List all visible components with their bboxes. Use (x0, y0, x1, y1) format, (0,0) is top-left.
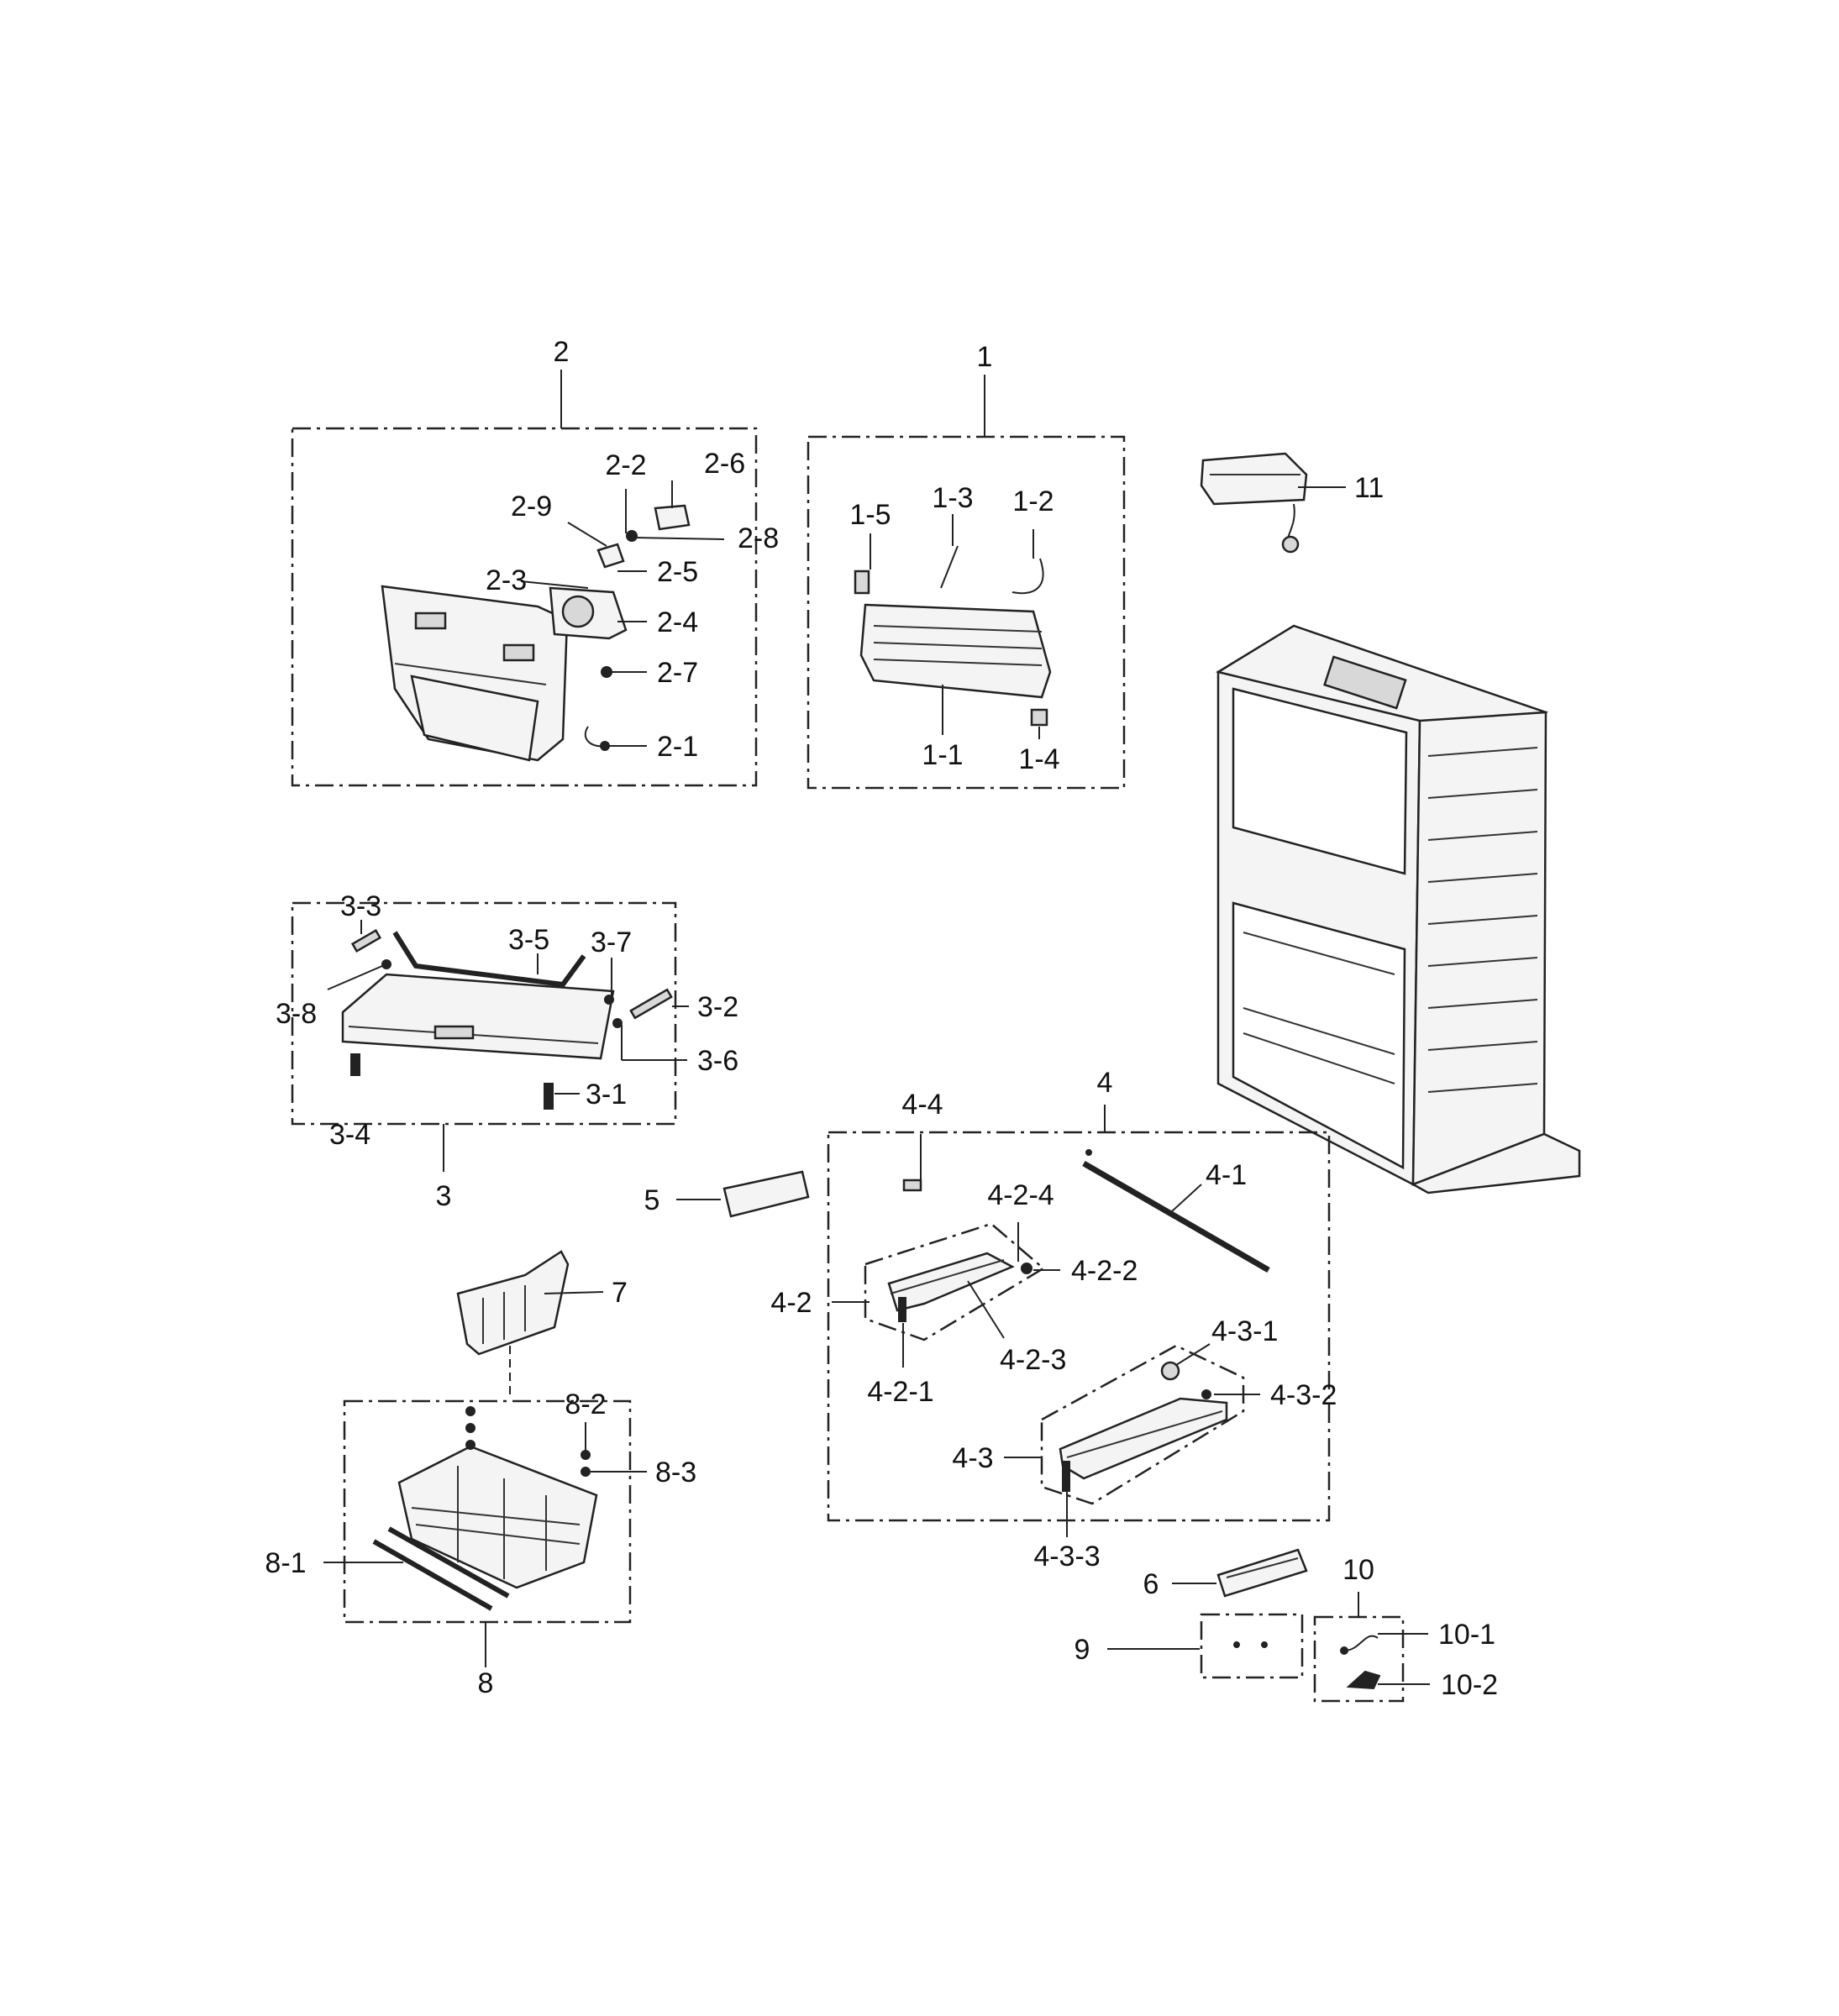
label-4-3: 4-3 (952, 1442, 993, 1474)
label-10-1: 10-1 (1438, 1619, 1495, 1651)
label-4-2-1: 4-2-1 (867, 1376, 933, 1408)
rail-4-3 (1059, 1397, 1228, 1480)
label-3-6: 3-6 (697, 1045, 738, 1077)
group-3: 3 3-3 3-5 3-7 3-8 3-2 3-6 3-1 3-4 (276, 890, 738, 1212)
group-4-box (827, 1131, 1331, 1522)
cabinet-side (1411, 711, 1547, 1186)
part-6 (1216, 1548, 1308, 1598)
label-10: 10 (1342, 1554, 1374, 1586)
label-3-5: 3-5 (508, 924, 549, 956)
label-2-2: 2-2 (605, 449, 646, 481)
label-4-3-2: 4-3-2 (1270, 1379, 1337, 1411)
rail-4-2 (887, 1252, 1015, 1312)
label-3-2: 3-2 (697, 991, 738, 1023)
part-7-group: 7 (456, 1250, 628, 1399)
group-1: 1 1-5 1-3 1-2 1-1 1-4 (807, 341, 1126, 790)
cover-vent (502, 643, 535, 662)
label-1-4: 1-4 (1018, 743, 1059, 775)
part-3-3 (350, 928, 382, 953)
label-2-6: 2-6 (704, 448, 745, 480)
rail-3-5 (392, 931, 586, 988)
label-8: 8 (478, 1667, 494, 1699)
group-2-box (291, 427, 758, 787)
label-1: 1 (977, 341, 993, 373)
label-3-8: 3-8 (276, 998, 317, 1030)
label-2-5: 2-5 (657, 556, 698, 588)
group-10-box (1313, 1615, 1405, 1703)
part-5-group: 5 (644, 1170, 810, 1218)
label-4: 4 (1097, 1067, 1113, 1099)
group-8-box (343, 1399, 632, 1624)
evaporator-part (859, 603, 1052, 699)
label-3-7: 3-7 (591, 927, 632, 958)
label-6: 6 (1143, 1568, 1159, 1600)
part-4-1 (1082, 1160, 1270, 1273)
label-8-3: 8-3 (655, 1457, 696, 1488)
label-2-4: 2-4 (657, 606, 698, 638)
label-11: 11 (1354, 472, 1384, 504)
lower-compartment (1232, 901, 1406, 1170)
group-4-3-box (1040, 1344, 1245, 1505)
label-9: 9 (1075, 1634, 1090, 1666)
group-4-2-box (864, 1222, 1046, 1341)
label-5: 5 (644, 1184, 660, 1216)
label-2-8: 2-8 (738, 522, 779, 554)
label-4-2-4: 4-2-4 (987, 1179, 1053, 1211)
label-1-1: 1-1 (922, 739, 963, 771)
control-box (1323, 655, 1407, 710)
fan-motor-part (561, 595, 595, 628)
label-2-3: 2-3 (486, 564, 527, 596)
label-3-3: 3-3 (340, 890, 381, 922)
part-5 (722, 1170, 810, 1218)
part-6-group: 6 (1143, 1548, 1308, 1600)
label-2-7: 2-7 (657, 657, 698, 689)
label-1-2: 1-2 (1012, 486, 1053, 517)
drawer-3 (341, 973, 615, 1060)
part-7 (456, 1250, 570, 1356)
label-4-2-3: 4-2-3 (1000, 1344, 1066, 1376)
fan-blade-part (596, 543, 625, 569)
label-8-1: 8-1 (265, 1547, 306, 1579)
cover-lower-part (410, 675, 539, 762)
label-10-2: 10-2 (1441, 1669, 1498, 1701)
group-2: 2 2-2 2-6 2-9 2-8 2-3 2-5 2-4 2-7 (291, 336, 779, 787)
group-8: 8 8-2 8-3 8-1 (265, 1389, 696, 1699)
label-2-9: 2-9 (511, 491, 552, 522)
label-8-2: 8-2 (565, 1389, 606, 1420)
label-4-1: 4-1 (1206, 1159, 1247, 1191)
label-2-1: 2-1 (657, 731, 698, 763)
label-7: 7 (612, 1277, 628, 1309)
part-1-4 (1030, 708, 1048, 727)
group-10: 10 10-1 10-2 (1313, 1554, 1498, 1703)
refrigerator-cabinet (1216, 624, 1581, 1194)
label-1-5: 1-5 (849, 499, 891, 531)
group-1-box (807, 435, 1126, 790)
part-11 (1200, 452, 1308, 506)
upper-compartment (1232, 687, 1408, 875)
part-1-5 (854, 570, 870, 595)
label-3: 3 (436, 1180, 452, 1212)
label-1-3: 1-3 (932, 482, 973, 514)
cabinet-base (1411, 1132, 1581, 1194)
bracket-2-6-part (654, 504, 691, 531)
part-4-4 (902, 1179, 922, 1192)
cover-vent (414, 612, 447, 630)
rail-8-1 (387, 1526, 510, 1599)
part-11-group: 11 (1200, 452, 1384, 554)
label-3-4: 3-4 (329, 1119, 370, 1151)
label-4-3-3: 4-3-3 (1033, 1541, 1100, 1572)
label-4-3-1: 4-3-1 (1211, 1315, 1278, 1347)
group-4: 4 4-4 4-1 4-2-4 4-2-2 4-2 4-2-3 4-2-1 (770, 1067, 1337, 1572)
rail-8-1 (372, 1539, 493, 1611)
label-4-2: 4-2 (770, 1287, 812, 1319)
part-9-box (1200, 1613, 1304, 1679)
label-3-1: 3-1 (586, 1079, 627, 1110)
part-10-2 (1346, 1670, 1381, 1690)
label-4-4: 4-4 (901, 1089, 943, 1121)
part-9-group: 9 (1075, 1613, 1304, 1679)
label-2: 2 (554, 336, 570, 368)
label-4-2-2: 4-2-2 (1071, 1255, 1138, 1287)
part-3-2 (629, 988, 673, 1020)
